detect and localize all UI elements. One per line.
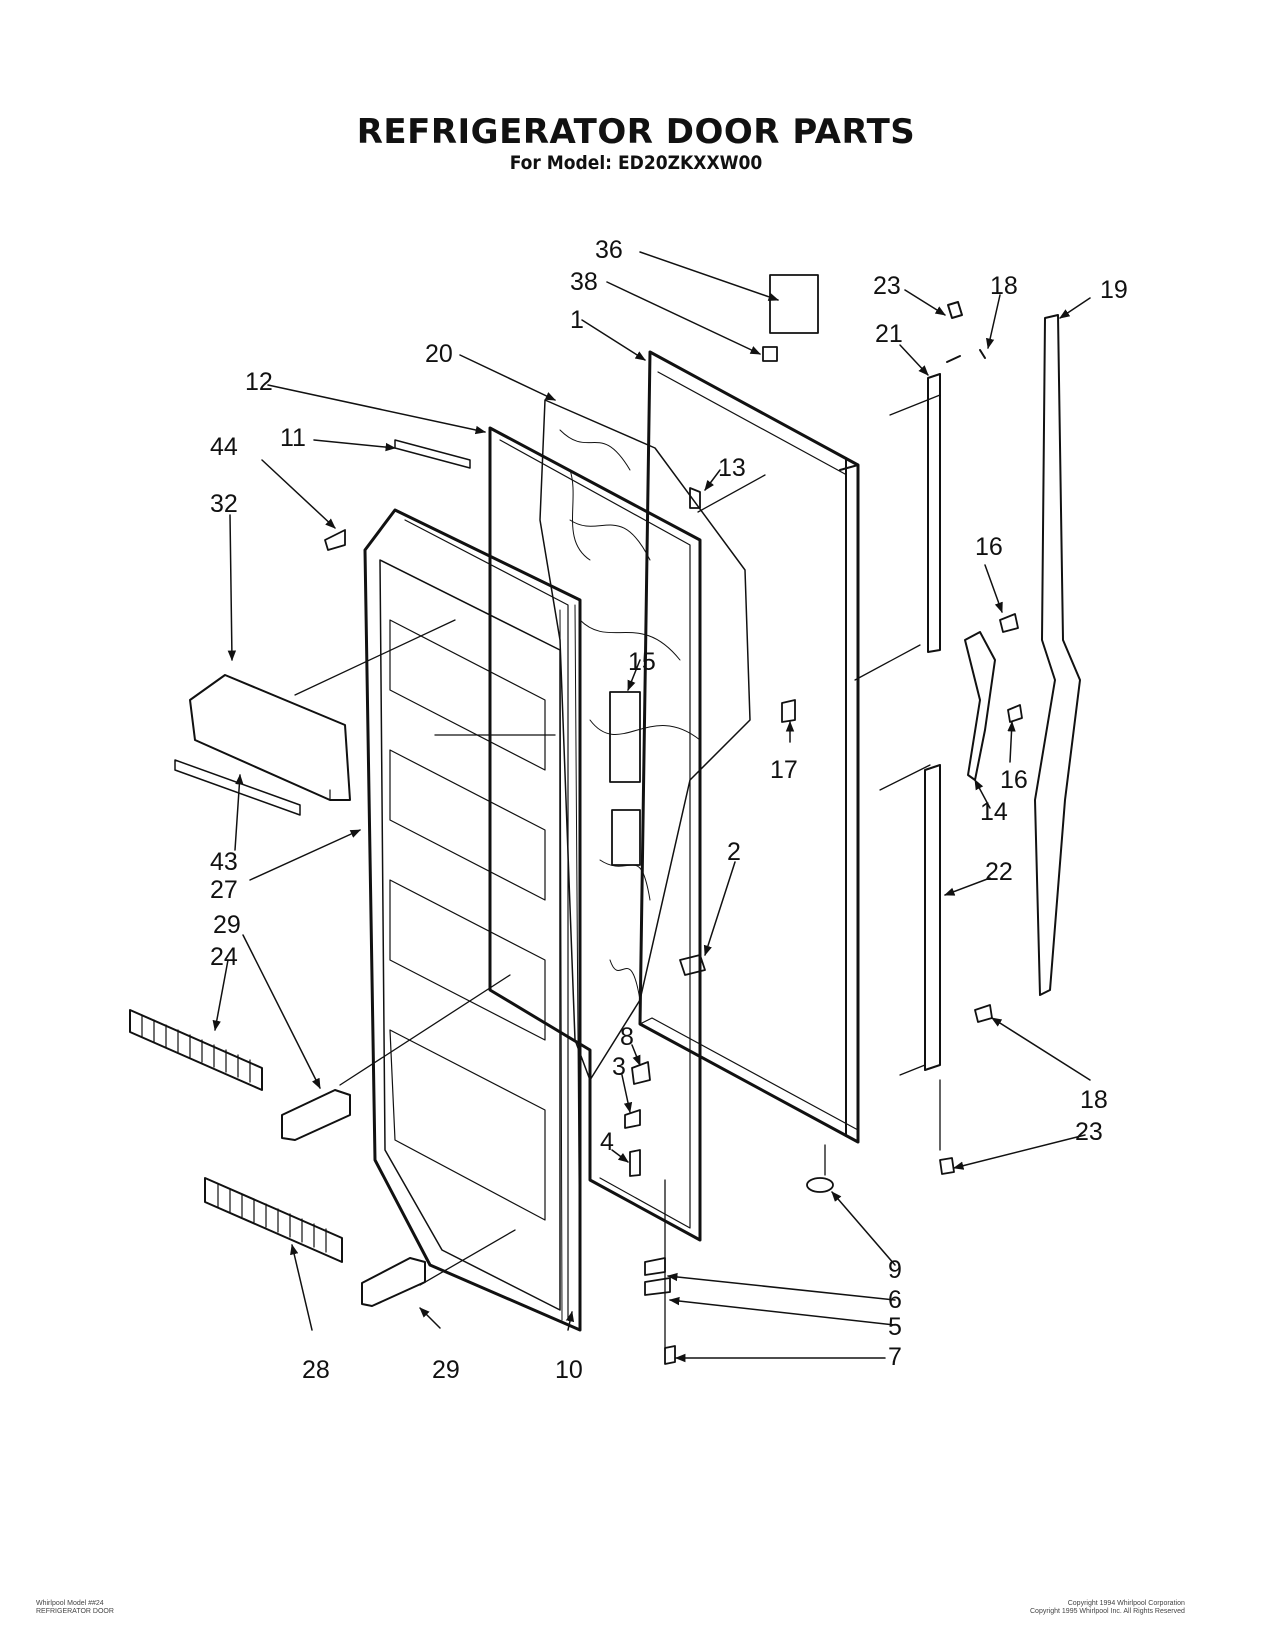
callout-1: 1 (570, 306, 584, 334)
breaker-strip (394, 439, 471, 469)
callout-17: 17 (770, 756, 798, 784)
door-handle-trim (1034, 314, 1081, 996)
callout-12: 12 (245, 368, 273, 396)
footer-left-line1: Whirlpool Model ##24 (36, 1600, 104, 1607)
screws-right (939, 613, 1023, 1175)
callout-20: 20 (425, 340, 453, 368)
callout-28: 28 (302, 1356, 330, 1384)
callout-2: 2 (727, 838, 741, 866)
footer-left: Whirlpool Model ##24 REFRIGERATOR DOOR (36, 1600, 114, 1616)
callout-3: 3 (612, 1053, 626, 1081)
callout-23-lower: 23 (1075, 1118, 1103, 1146)
callout-29-upper: 29 (213, 911, 241, 939)
shelf-bracket-lower (361, 1257, 426, 1307)
callout-32: 32 (210, 490, 238, 518)
callout-labels: 36 38 1 20 12 11 44 32 13 15 17 43 27 29… (210, 236, 1128, 1384)
door-trim-upper (927, 301, 986, 653)
footer-right: Copyright 1994 Whirlpool Corporation Cop… (1030, 1600, 1185, 1616)
footer-left-line2: REFRIGERATOR DOOR (36, 1608, 114, 1615)
shelf-bracket-upper (281, 1089, 351, 1141)
callout-15: 15 (628, 648, 656, 676)
callout-24: 24 (210, 943, 238, 971)
callout-16-upper: 16 (975, 533, 1003, 561)
door-shelf-upper (174, 674, 351, 816)
callout-5: 5 (888, 1313, 902, 1341)
guide-lines (294, 394, 941, 1351)
callout-8: 8 (620, 1023, 634, 1051)
callout-43: 43 (210, 848, 238, 876)
inner-door-liner (363, 508, 582, 1332)
callout-11: 11 (280, 424, 306, 452)
callout-38: 38 (570, 268, 598, 296)
door-shelf-rack-28 (204, 1177, 343, 1263)
callout-18-lower: 18 (1080, 1086, 1108, 1114)
outer-door-panel (638, 350, 860, 1144)
callout-22: 22 (985, 858, 1013, 886)
door-gasket (488, 426, 702, 1242)
callout-29-lower: 29 (432, 1356, 460, 1384)
door-shelf-rack-24 (129, 1009, 263, 1091)
footer-right-line2: Copyright 1995 Whirlpool Inc. All Rights… (1030, 1608, 1185, 1615)
page-title: REFRIGERATOR DOOR PARTS (356, 112, 916, 152)
leader-arrows (212, 251, 1091, 1363)
callout-14: 14 (980, 798, 1008, 826)
hinge-bracket (964, 631, 996, 781)
model-subtitle: For Model: ED20ZKXXW00 (509, 152, 763, 174)
callout-18-upper: 18 (990, 272, 1018, 300)
small-hardware (324, 274, 834, 1365)
callout-7: 7 (888, 1343, 902, 1371)
callout-13: 13 (718, 454, 746, 482)
callout-27: 27 (210, 876, 238, 904)
callout-19: 19 (1100, 276, 1128, 304)
footer-right-line1: Copyright 1994 Whirlpool Corporation (1067, 1600, 1185, 1607)
callout-4: 4 (600, 1128, 614, 1156)
callout-23-upper: 23 (873, 272, 901, 300)
callout-21: 21 (875, 320, 903, 348)
callout-10: 10 (555, 1356, 583, 1384)
door-trim-lower (924, 764, 941, 1071)
callout-9: 9 (888, 1256, 902, 1284)
callout-16-lower: 16 (1000, 766, 1028, 794)
callout-36: 36 (595, 236, 623, 264)
callout-44: 44 (210, 433, 238, 461)
callout-6: 6 (888, 1286, 902, 1314)
